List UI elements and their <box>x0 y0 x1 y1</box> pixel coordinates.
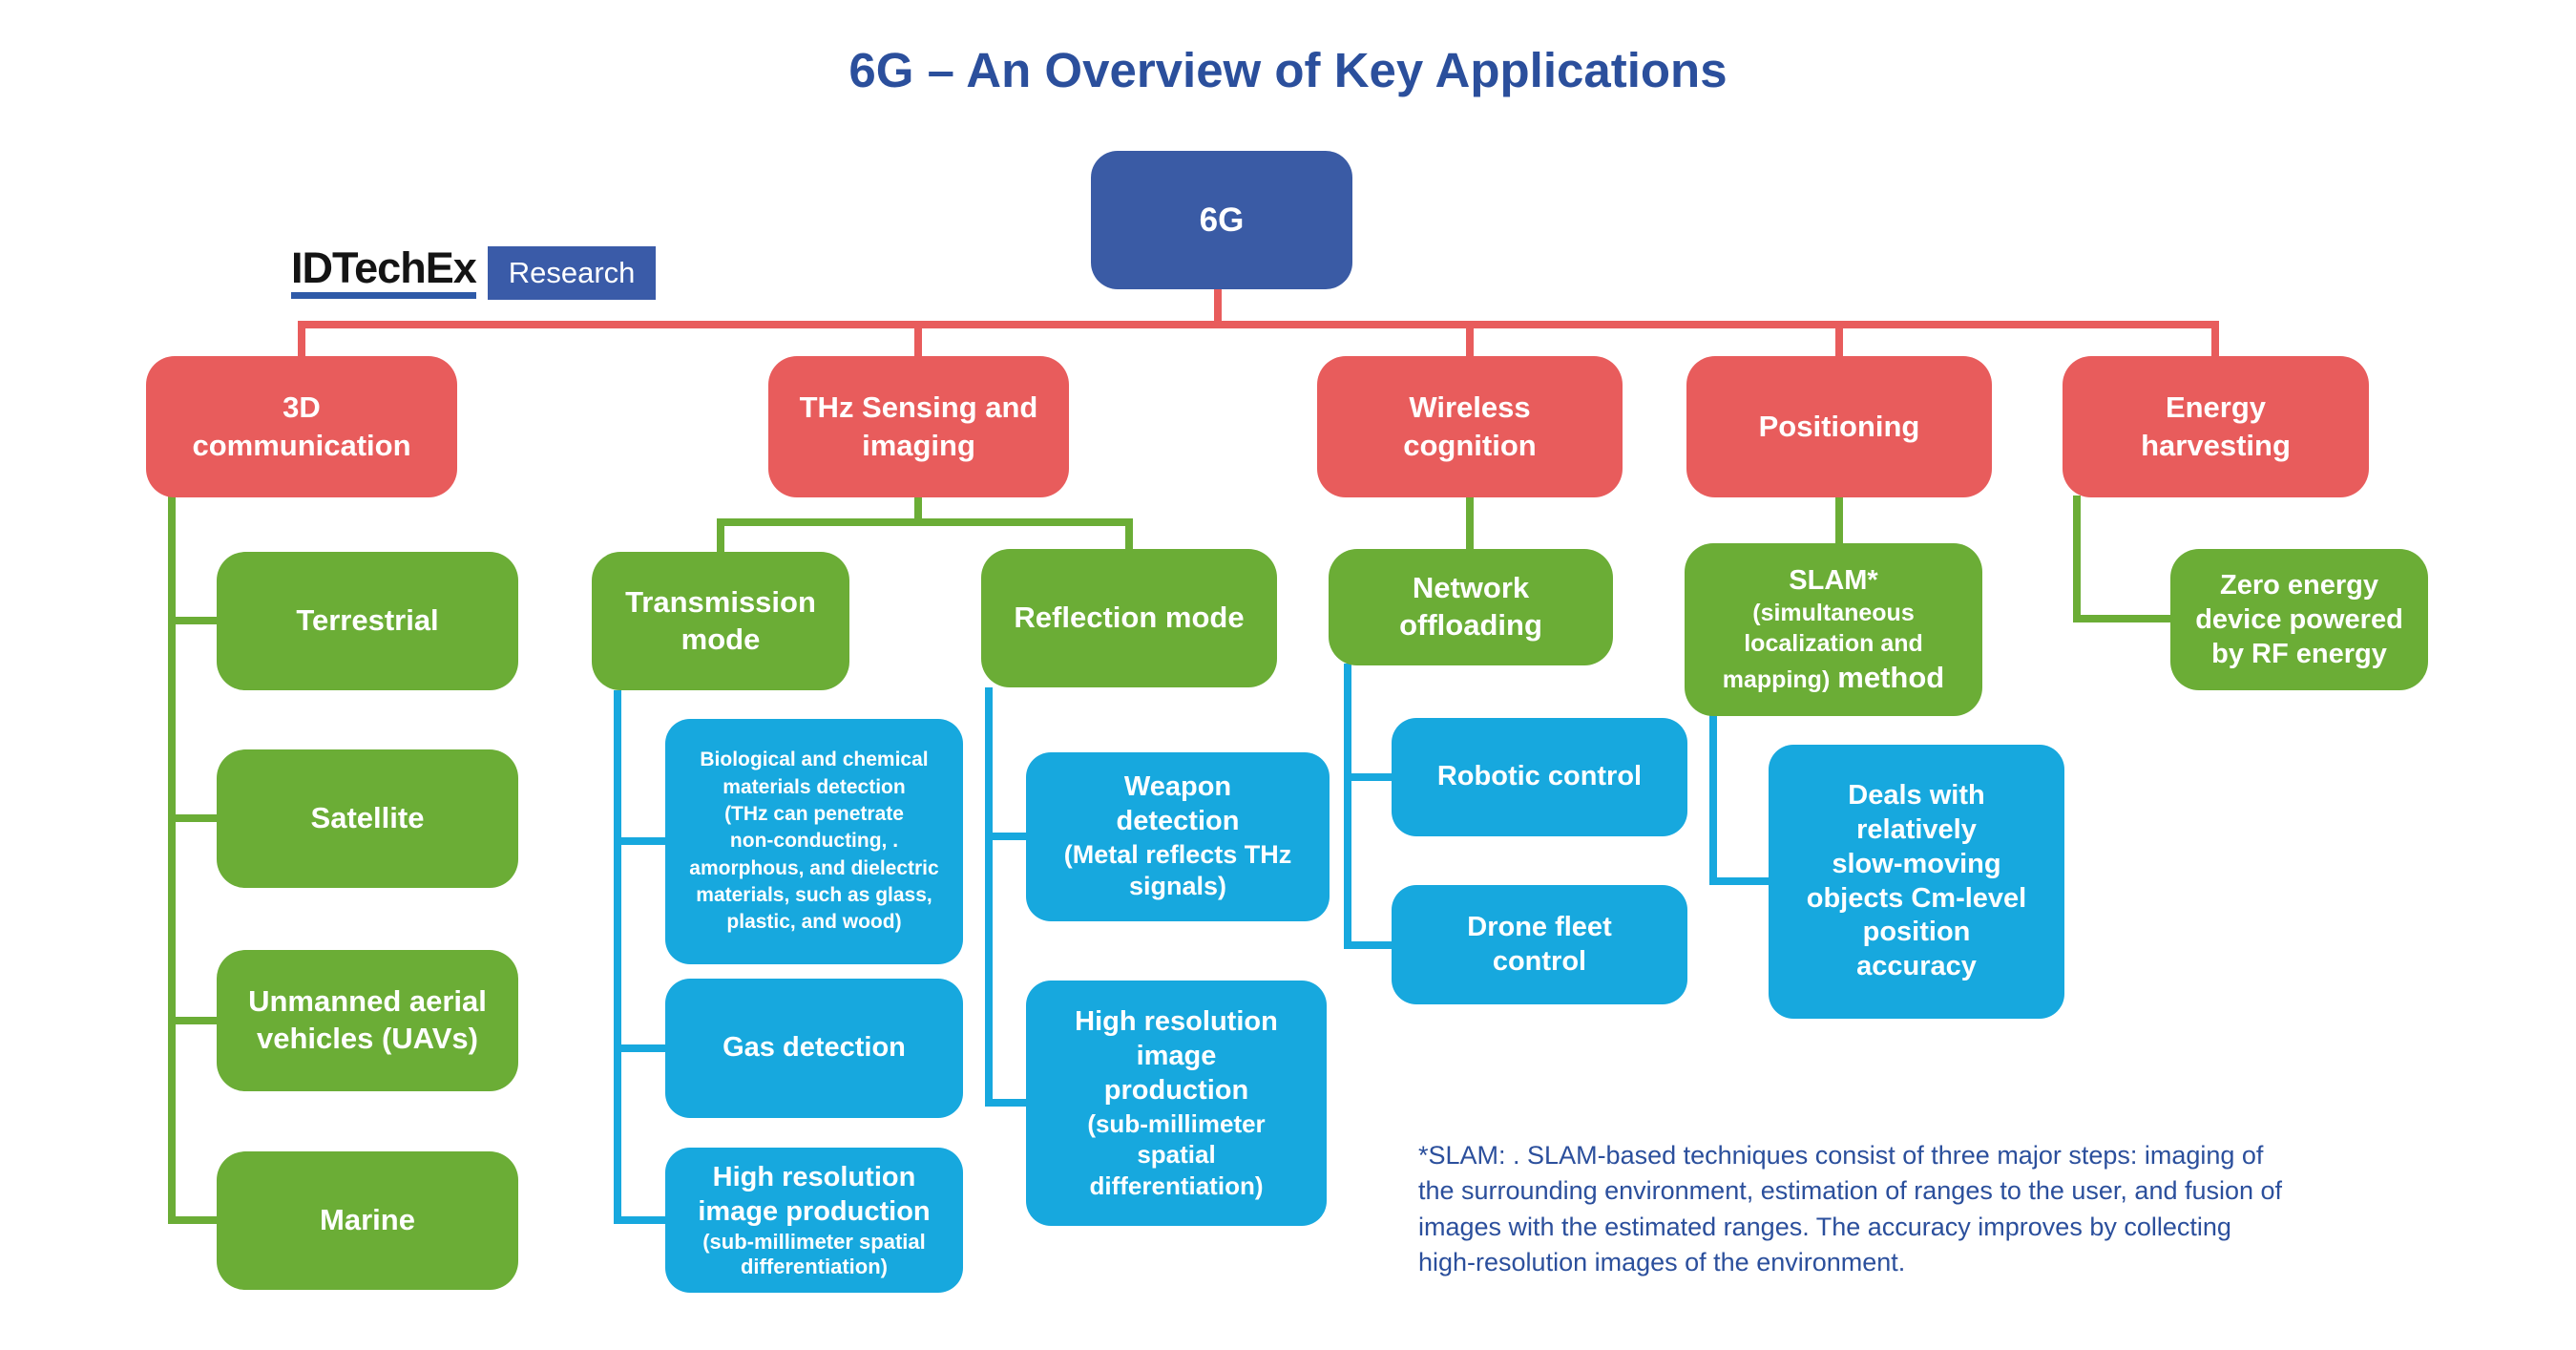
connector-energy-trunk <box>2073 496 2081 622</box>
connector-slam-trunk <box>1709 714 1717 885</box>
connector-drop-positioning <box>1835 325 1843 357</box>
connector-drop-thz <box>914 325 922 357</box>
node-wireless-cognition: Wireless cognition <box>1317 356 1623 497</box>
node-network-offloading: Network offloading <box>1329 549 1613 665</box>
node-thz-sensing-imaging: THz Sensing and imaging <box>768 356 1069 497</box>
node-hires-image-reflection: High resolution image production (sub-mi… <box>1026 981 1327 1226</box>
page-title: 6G – An Overview of Key Applications <box>848 43 1728 97</box>
node-3d-communication: 3D communication <box>146 356 457 497</box>
node-robotic-control: Robotic control <box>1392 718 1687 836</box>
slam-row: mapping)method <box>1723 660 1944 697</box>
connector-transmission-trunk <box>614 690 621 1224</box>
node-satellite: Satellite <box>217 749 518 888</box>
hires-t-sub: (sub-millimeter spatial differentiation) <box>702 1229 926 1278</box>
connector-stub-zero-energy <box>2073 615 2172 622</box>
node-uav: Unmanned aerial vehicles (UAVs) <box>217 950 518 1091</box>
research-badge: Research <box>487 246 657 300</box>
hires-r-sub: (sub-millimeter spatial differentiation) <box>1087 1109 1266 1200</box>
connector-drop-slam <box>1835 496 1843 543</box>
connector-stub-hires-r <box>989 1099 1026 1107</box>
connector-reflection-trunk <box>985 687 993 1107</box>
node-terrestrial: Terrestrial <box>217 552 518 690</box>
slam-paren: (simultaneous localization and <box>1744 599 1923 658</box>
hires-r-main: High resolution image production <box>1075 1006 1278 1107</box>
node-zero-energy-device: Zero energy device powered by RF energy <box>2170 549 2428 690</box>
idtechex-logo-text: IDTechEx <box>291 246 477 299</box>
connector-stub-hires-t <box>618 1216 665 1224</box>
connector-3d-trunk <box>168 496 176 1224</box>
node-reflection-mode: Reflection mode <box>981 549 1277 687</box>
connector-stub-terrestrial <box>172 617 220 624</box>
node-6g: 6G <box>1091 151 1352 289</box>
node-positioning: Positioning <box>1686 356 1992 497</box>
weapon-sub: (Metal reflects THz signals) <box>1063 839 1292 901</box>
connector-thz-drop <box>914 496 922 522</box>
node-weapon-detection: Weapon detection (Metal reflects THz sig… <box>1026 752 1330 921</box>
connector-drop-network <box>1466 496 1474 549</box>
node-energy-harvesting: Energy harvesting <box>2063 356 2369 497</box>
connector-stub-marine <box>172 1216 220 1224</box>
connector-root-bus <box>298 321 2219 328</box>
hires-t-main: High resolution image production <box>698 1161 931 1227</box>
node-bio-chem-detection: Biological and chemical materials detect… <box>665 719 963 964</box>
connector-drop-3d <box>298 325 305 357</box>
connector-drop-energy <box>2211 325 2219 357</box>
connector-drop-reflection <box>1125 522 1133 549</box>
connector-root-drop <box>1214 286 1222 325</box>
slam-method-word: method <box>1837 660 1945 694</box>
slam-mapping: mapping) <box>1722 665 1831 693</box>
slam-title: SLAM* <box>1789 564 1878 596</box>
connector-stub-uav <box>172 1017 220 1024</box>
connector-stub-slam-detail <box>1713 877 1769 885</box>
node-transmission-mode: Transmission mode <box>592 552 849 690</box>
connector-stub-satellite <box>172 814 220 822</box>
connector-network-trunk <box>1344 664 1351 949</box>
connector-thz-bus <box>717 518 1133 526</box>
connector-stub-gas <box>618 1044 665 1052</box>
node-slam-detail: Deals with relatively slow-moving object… <box>1769 745 2064 1019</box>
weapon-main: Weapon detection <box>1116 771 1240 837</box>
connector-stub-drone <box>1348 941 1392 949</box>
node-hires-image-transmission: High resolution image production (sub-mi… <box>665 1148 963 1293</box>
node-slam-method: SLAM* (simultaneous localization and map… <box>1685 543 1982 716</box>
node-drone-fleet-control: Drone fleet control <box>1392 885 1687 1004</box>
idtechex-logo: IDTechEx Research <box>291 246 657 300</box>
connector-drop-transmission <box>717 522 724 552</box>
slam-footnote: *SLAM: . SLAM-based techniques consist o… <box>1418 1141 2283 1276</box>
node-gas-detection: Gas detection <box>665 979 963 1118</box>
connector-drop-wireless <box>1466 325 1474 357</box>
connector-stub-weapon <box>989 833 1026 840</box>
connector-stub-bio <box>618 837 665 845</box>
node-marine: Marine <box>217 1151 518 1290</box>
connector-stub-robotic <box>1348 773 1392 781</box>
